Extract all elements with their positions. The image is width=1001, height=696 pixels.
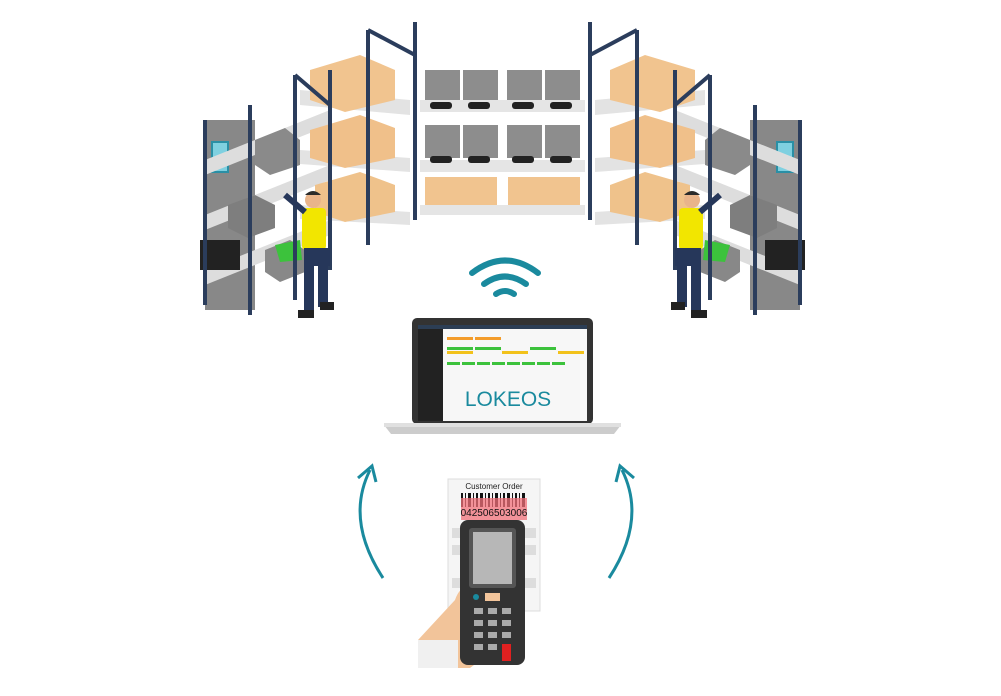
handheld-scanner (418, 520, 525, 668)
laptop-screen (418, 325, 587, 421)
wifi-icon (469, 257, 541, 297)
center-warehouse-rack (420, 70, 585, 215)
lokeos-brand-text: LOKEOS (465, 388, 551, 411)
order-title: Customer Order (465, 482, 523, 491)
refresh-arrow-right-icon (607, 463, 635, 579)
barcode-number: 042506503006 (461, 508, 528, 519)
laptop: LOKEOS (384, 318, 621, 434)
left-warehouse-rack (200, 22, 415, 318)
refresh-arrow-left-icon (357, 463, 385, 579)
right-warehouse-rack (590, 22, 805, 318)
scan-beam (461, 498, 527, 520)
